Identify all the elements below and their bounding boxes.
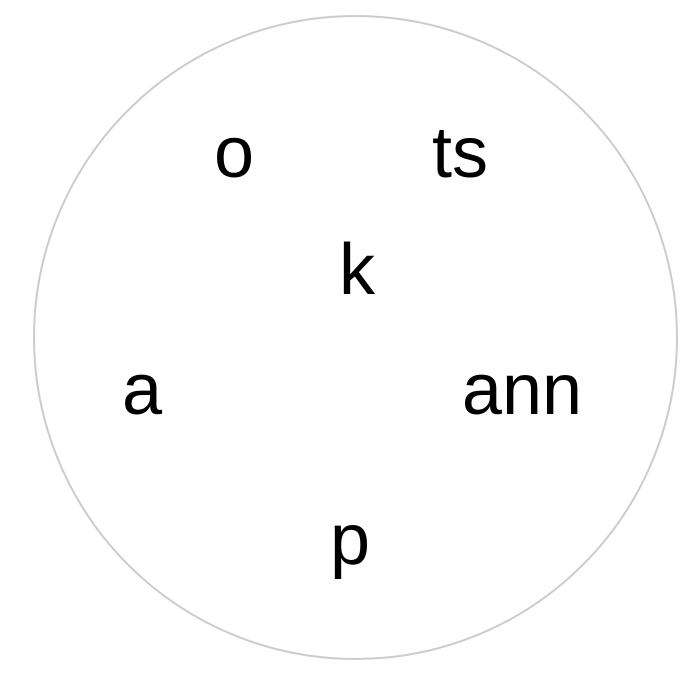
letter-tile-ts[interactable]: ts <box>431 113 489 193</box>
letter-wheel <box>33 15 678 660</box>
center-letter-tile[interactable]: k <box>339 230 375 310</box>
letter-tile-a[interactable]: a <box>121 350 163 430</box>
letter-tile-ann[interactable]: ann <box>461 350 583 430</box>
letter-tile-p[interactable]: p <box>329 500 371 580</box>
letter-tile-o[interactable]: o <box>213 113 255 193</box>
